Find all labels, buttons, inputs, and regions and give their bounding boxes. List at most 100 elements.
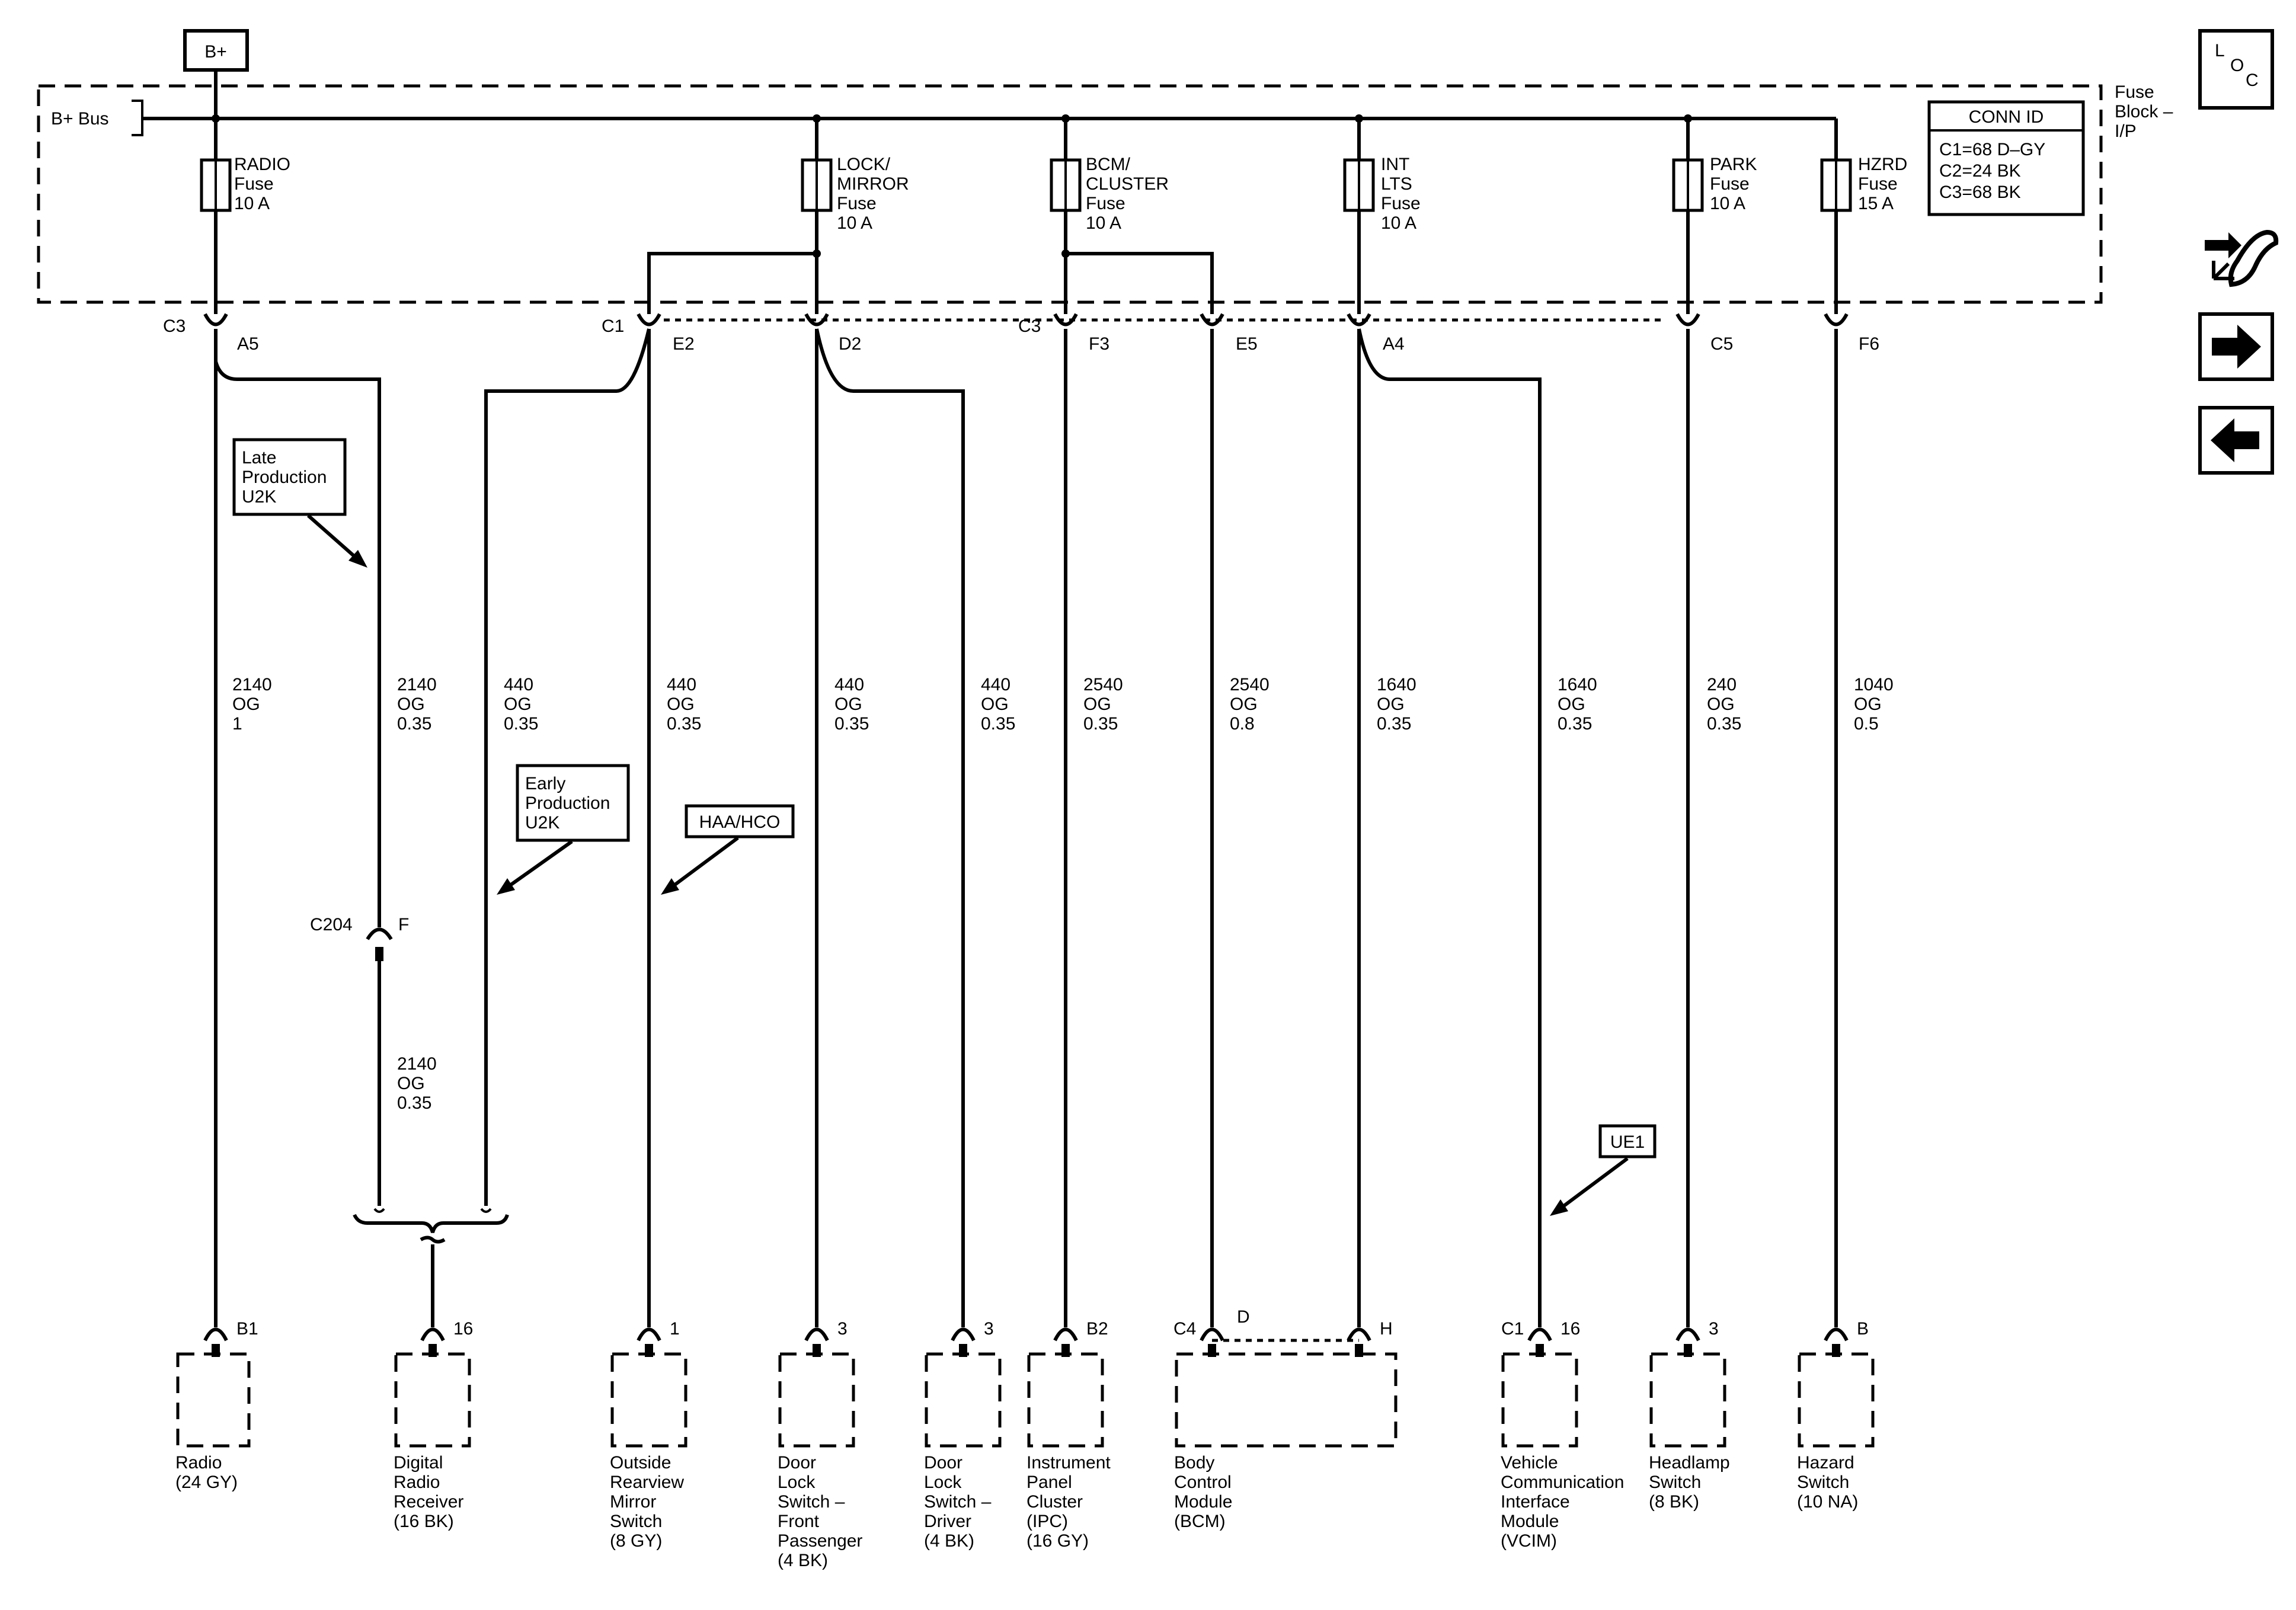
svg-text:0.35: 0.35 <box>1377 714 1411 734</box>
component-name-line: (16 GY) <box>1027 1531 1089 1551</box>
component-name-line: Vehicle <box>1501 1453 1558 1473</box>
svg-text:10 A: 10 A <box>1710 194 1745 213</box>
svg-text:E2: E2 <box>673 334 695 354</box>
svg-text:Fuse: Fuse <box>1710 174 1750 194</box>
component-name-line: Module <box>1501 1512 1559 1531</box>
svg-text:440: 440 <box>834 675 864 694</box>
component-box <box>394 1352 471 1448</box>
component-7: 16C1VehicleCommunicationInterfaceModule(… <box>1501 1319 1624 1551</box>
svg-text:HZRD: HZRD <box>1858 155 1907 174</box>
svg-text:0.35: 0.35 <box>981 714 1015 734</box>
svg-text:2140: 2140 <box>232 675 272 694</box>
svg-text:Fuse: Fuse <box>837 194 877 213</box>
svg-text:Production: Production <box>242 468 327 487</box>
pin-label: 16 <box>453 1319 473 1339</box>
component-name-line: (VCIM) <box>1501 1531 1557 1551</box>
svg-text:OG: OG <box>1377 694 1405 714</box>
svg-text:1: 1 <box>232 714 242 734</box>
component-name-line: Lock <box>778 1473 816 1492</box>
fuse-radio: RADIO Fuse 10 A <box>200 119 290 314</box>
component-terminal <box>1347 1327 1371 1342</box>
component-terminal <box>1053 1327 1078 1342</box>
fuse-int-lts: INT LTS Fuse 10 A <box>1343 119 1421 314</box>
fuse-park: PARK Fuse 10 A <box>1672 119 1757 314</box>
svg-text:0.35: 0.35 <box>834 714 869 734</box>
svg-text:L: L <box>2215 41 2225 60</box>
component-name-line: Switch – <box>924 1492 992 1512</box>
svg-text:C1=68 D–GY: C1=68 D–GY <box>1939 140 2045 159</box>
component-terminal <box>1527 1327 1552 1342</box>
svg-text:0.8: 0.8 <box>1230 714 1255 734</box>
connector-label: C1 <box>1501 1319 1524 1339</box>
svg-text:C2=24 BK: C2=24 BK <box>1939 161 2021 181</box>
component-name-line: Driver <box>924 1512 971 1531</box>
component-name-line: (4 BK) <box>924 1531 974 1551</box>
component-terminal <box>951 1327 976 1342</box>
svg-text:Fuse: Fuse <box>1381 194 1421 213</box>
svg-text:C5: C5 <box>1710 334 1733 354</box>
svg-text:Early: Early <box>525 774 565 793</box>
svg-text:10 A: 10 A <box>837 213 872 233</box>
component-box <box>925 1352 1002 1448</box>
svg-text:Late: Late <box>242 448 276 468</box>
svg-text:0.35: 0.35 <box>1083 714 1118 734</box>
connector-label: C4 <box>1173 1319 1196 1339</box>
svg-text:0.35: 0.35 <box>504 714 538 734</box>
component-box <box>1501 1352 1578 1448</box>
wire-label-3: 440 OG 0.35 <box>504 675 538 734</box>
svg-text:440: 440 <box>667 675 696 694</box>
svg-text:10 A: 10 A <box>234 194 270 213</box>
component-name-line: Module <box>1174 1492 1232 1512</box>
pin-label: B1 <box>236 1319 258 1339</box>
svg-text:B+: B+ <box>204 42 227 62</box>
component-box <box>610 1352 687 1448</box>
svg-text:2540: 2540 <box>1083 675 1123 694</box>
svg-text:1640: 1640 <box>1377 675 1416 694</box>
fuse-bcm-cluster: BCM/ CLUSTER Fuse 10 A <box>1050 119 1214 314</box>
svg-text:E5: E5 <box>1236 334 1258 354</box>
wire-label-8: 2540 OG 0.8 <box>1230 675 1269 734</box>
option-ue1: UE1 <box>1550 1124 1657 1216</box>
fuse-lock-mirror: LOCK/ MIRROR Fuse 10 A <box>647 119 909 314</box>
arrow-left-icon[interactable] <box>2198 406 2274 475</box>
conn-id-box: CONN ID C1=68 D–GY C2=24 BK C3=68 BK <box>1927 100 2085 216</box>
svg-text:LOCK/: LOCK/ <box>837 155 891 174</box>
svg-text:U2K: U2K <box>242 487 276 507</box>
component-name-line: Receiver <box>394 1492 463 1512</box>
component-terminal <box>637 1327 661 1342</box>
svg-text:Fuse: Fuse <box>1858 174 1898 194</box>
component-name-line: Radio <box>394 1473 440 1492</box>
component-box <box>778 1352 855 1448</box>
circuit-wires <box>214 328 1838 1327</box>
svg-text:1640: 1640 <box>1558 675 1597 694</box>
component-terminal <box>1675 1327 1700 1342</box>
wrench-arrows-icon[interactable] <box>2205 229 2279 287</box>
loc-button[interactable]: L O C <box>2198 29 2274 110</box>
component-terminal <box>203 1327 228 1342</box>
svg-text:440: 440 <box>504 675 533 694</box>
svg-text:OG: OG <box>667 694 695 714</box>
svg-text:240: 240 <box>1707 675 1737 694</box>
arrow-right-icon[interactable] <box>2198 312 2274 381</box>
svg-text:0.35: 0.35 <box>1707 714 1741 734</box>
component-box <box>1175 1352 1398 1448</box>
svg-text:Fuse: Fuse <box>2115 82 2154 102</box>
component-name-line: Rearview <box>610 1473 684 1492</box>
svg-text:INT: INT <box>1381 155 1409 174</box>
pin-label: 16 <box>1560 1319 1580 1339</box>
b-plus-bus: B+ Bus <box>51 100 1838 160</box>
component-name-line: Control <box>1174 1473 1232 1492</box>
svg-text:OG: OG <box>1558 694 1585 714</box>
fuse-hzrd: HZRD Fuse 15 A <box>1820 155 1907 314</box>
svg-text:2140: 2140 <box>397 1054 437 1074</box>
component-name-line: Mirror <box>610 1492 656 1512</box>
wire-label-1: 2140 OG 1 <box>232 675 272 734</box>
